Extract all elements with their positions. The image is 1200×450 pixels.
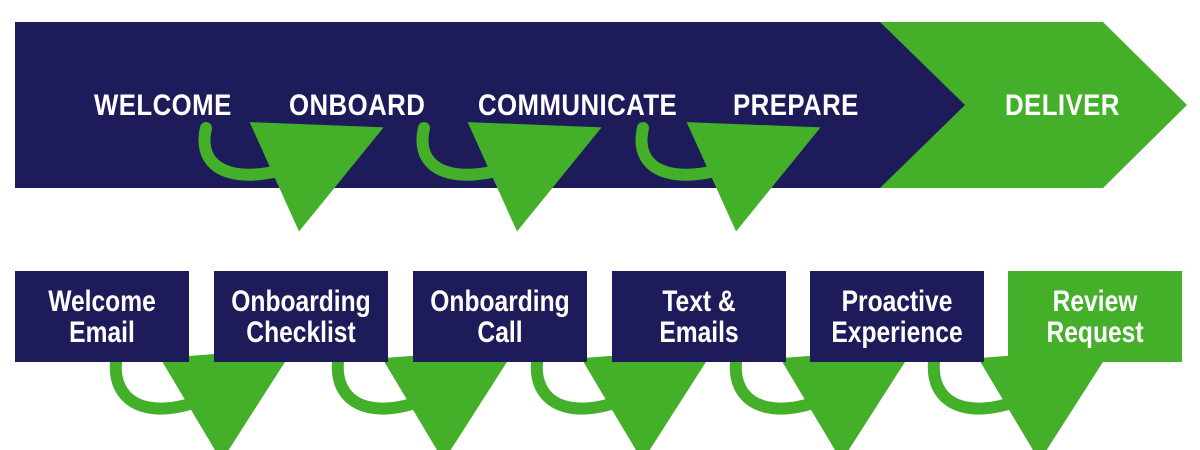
- step-label: Review Request: [1046, 284, 1144, 349]
- step-label: Proactive Experience: [831, 284, 963, 349]
- stage-connector-arrow: [635, 122, 821, 232]
- step-label: Onboarding Checklist: [231, 284, 371, 349]
- step-proactive-experience: Proactive Experience: [810, 271, 984, 362]
- step-connector-arrow: [109, 348, 294, 450]
- step-onboarding-checklist: Onboarding Checklist: [214, 271, 388, 362]
- step-label: Onboarding Call: [430, 284, 570, 349]
- stage-welcome-label: WELCOME: [94, 89, 232, 122]
- stage-onboard-label: ONBOARD: [289, 89, 426, 122]
- step-connector-arrow: [331, 348, 516, 450]
- step-connector-arrow: [729, 348, 914, 450]
- stage-connector-arrow: [198, 122, 384, 232]
- step-connector-arrow: [927, 348, 1112, 450]
- banner-deliver-chevron: [880, 22, 1187, 188]
- stage-communicate-label: COMMUNICATE: [478, 89, 678, 122]
- step-label: Text & Emails: [659, 284, 739, 349]
- step-connector-arrow: [530, 348, 715, 450]
- stage-deliver-label: DELIVER: [1005, 89, 1120, 122]
- step-label: Welcome Email: [48, 284, 156, 349]
- stage-connector-arrow: [416, 122, 602, 232]
- stage-prepare-label: PREPARE: [733, 89, 859, 122]
- step-text-emails: Text & Emails: [612, 271, 786, 362]
- step-review-request: Review Request: [1008, 271, 1182, 362]
- step-onboarding-call: Onboarding Call: [413, 271, 587, 362]
- step-welcome-email: Welcome Email: [15, 271, 189, 362]
